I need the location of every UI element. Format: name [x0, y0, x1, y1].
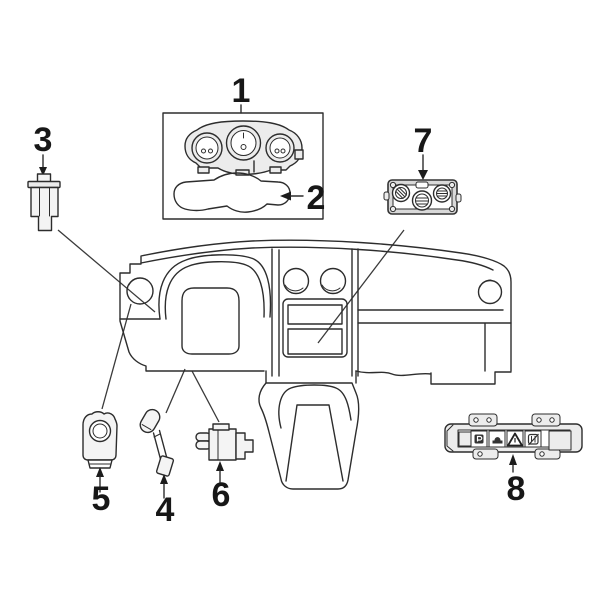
part-6-module-drawing [195, 423, 254, 461]
seat-heater-button-icon [492, 437, 503, 444]
callout-7: 7 [414, 122, 433, 180]
callout-4: 4 [156, 474, 175, 529]
callout-3-label: 3 [34, 121, 53, 159]
radio-opening [287, 304, 343, 325]
callout-5-arrow-icon [96, 467, 104, 477]
callout-1-label: 1 [232, 72, 251, 110]
leader-line-part6 [191, 370, 220, 423]
callout-7-label: 7 [414, 122, 433, 160]
part-8-switch-panel-drawing [444, 413, 583, 460]
gauge-right [265, 133, 295, 163]
callout-box [162, 112, 324, 220]
callout-7-arrow-icon [418, 170, 428, 180]
gauge-left [191, 132, 223, 164]
hvac-opening [287, 328, 343, 355]
mount-tab-top-left [468, 413, 498, 427]
center-console [258, 382, 360, 490]
callout-6: 6 [212, 461, 231, 514]
callout-3-arrow-icon [39, 167, 47, 176]
callout-8: 8 [507, 454, 526, 508]
callout-6-label: 6 [212, 476, 231, 514]
callout-5: 5 [92, 467, 111, 518]
climate-left-tab [383, 191, 390, 201]
cluster-hood [158, 254, 272, 320]
climate-right-tab [455, 193, 462, 203]
callout-5-label: 5 [92, 480, 111, 518]
climate-control-drawing [383, 179, 462, 215]
climate-knob-left [391, 183, 411, 203]
callout-1: 1 [162, 72, 324, 220]
right-air-vent [477, 279, 503, 305]
callout-3: 3 [34, 121, 53, 176]
center-stack-rails [271, 248, 359, 377]
dashboard-outline-drawing [119, 239, 512, 490]
callout-4-arrow-icon [160, 474, 168, 484]
leader-line-part7 [317, 229, 405, 344]
callout-2-arrow-icon [280, 191, 291, 201]
climate-knob-right [432, 184, 452, 203]
power-button-icon [474, 434, 484, 444]
leader-line-part3 [57, 229, 156, 313]
leader-line-part5 [101, 303, 132, 410]
climate-knob-center [411, 190, 433, 211]
hazard-triangle-icon [507, 432, 523, 447]
center-vent-left [282, 267, 310, 295]
callout-8-label: 8 [507, 470, 526, 508]
defrost-button-icon [527, 433, 539, 446]
mount-tab-top-right [531, 413, 561, 427]
part-4-lever-drawing [139, 408, 175, 477]
part-3-socket-drawing [27, 173, 61, 232]
mount-tab-bottom-left [472, 448, 499, 460]
center-vent-right [319, 267, 347, 295]
cluster-lens-drawing [173, 172, 291, 213]
center-stack-bezel [282, 298, 348, 358]
gauge-center [225, 125, 262, 161]
leader-line-part4 [165, 368, 186, 414]
part-5-switch-drawing [82, 411, 118, 469]
steering-column-cover [181, 287, 240, 355]
callout-8-arrow-icon [509, 454, 517, 465]
callout-2: 2 [280, 179, 325, 217]
callout-4-label: 4 [156, 491, 175, 529]
callout-2-label: 2 [307, 179, 326, 217]
instrument-cluster-drawing [184, 120, 304, 176]
callout-6-arrow-icon [216, 461, 224, 471]
cluster-tab [294, 149, 304, 160]
